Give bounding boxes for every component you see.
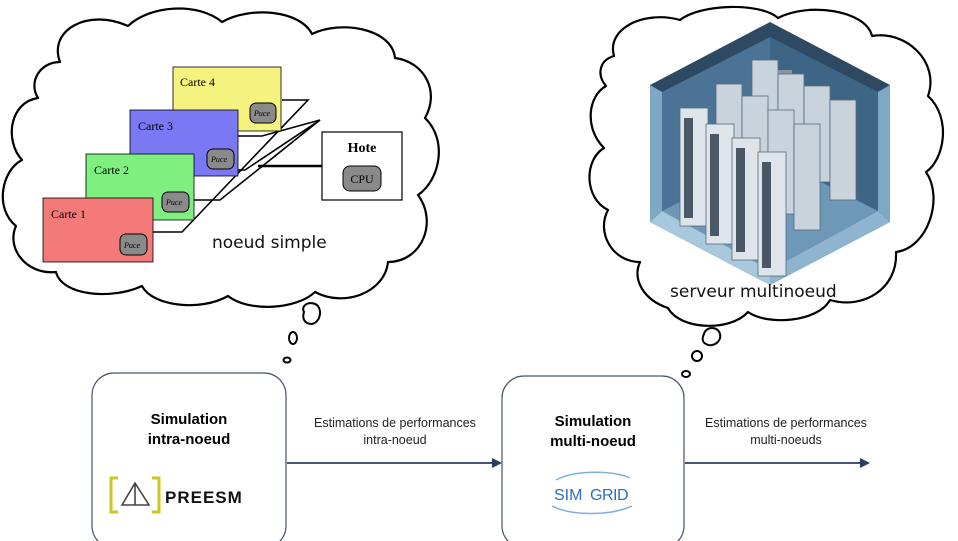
chip-2-label: Puce <box>165 198 182 207</box>
left-cloud-caption: noeud simple <box>212 233 327 253</box>
arrow-1-label-2: intra-noeud <box>363 433 426 447</box>
chip-4-label: Puce <box>253 109 270 118</box>
arrow-1-label-1: Estimations de performances <box>314 416 476 430</box>
preesm-logo: PREESM <box>109 476 243 514</box>
arrow-2-label-1: Estimations de performances <box>705 416 867 430</box>
card-1-label: Carte 1 <box>51 207 86 221</box>
host-box: Hote CPU <box>321 131 403 201</box>
arrow-2: Estimations de performances multi-noeuds <box>685 416 870 468</box>
box-multi-title-1: Simulation <box>555 413 632 430</box>
chip-3 <box>206 148 235 170</box>
cpu-label: CPU <box>350 172 374 186</box>
box-multi-title-2: multi-noeud <box>550 433 636 450</box>
preesm-logo-text: PREESM <box>165 488 243 507</box>
right-cloud-caption: serveur multinoeud <box>670 282 837 302</box>
host-title: Hote <box>348 141 377 156</box>
simgrid-logo: SIM GRID <box>551 471 633 515</box>
chip-4 <box>249 102 277 124</box>
preesm-triangle-icon <box>120 481 151 506</box>
card-4-label: Carte 4 <box>180 75 215 89</box>
box-intra-noeud: Simulation intra-noeud PREESM <box>91 372 287 541</box>
left-thought-bubbles <box>282 302 321 364</box>
arrow-1: Estimations de performances intra-noeud <box>287 416 502 468</box>
card-3-label: Carte 3 <box>138 119 173 133</box>
cpu-chip <box>342 165 382 192</box>
server-room-illustration <box>650 22 890 285</box>
box-intra-title-1: Simulation <box>151 411 228 428</box>
box-intra-title-2: intra-noeud <box>148 431 231 448</box>
left-cloud: Carte 4 Puce Carte 3 Puce Carte 2 Puce C… <box>1 7 440 308</box>
chip-1 <box>119 233 148 256</box>
chip-1-label: Puce <box>123 241 140 250</box>
server-racks <box>679 59 857 277</box>
card-2-label: Carte 2 <box>94 163 129 177</box>
arrow-2-label-2: multi-noeuds <box>750 433 822 447</box>
simgrid-logo-text-a: SIM <box>554 487 582 504</box>
right-cloud: serveur multinoeud <box>588 5 944 327</box>
right-thought-bubbles <box>681 327 722 378</box>
chip-3-label: Puce <box>210 155 227 164</box>
simgrid-logo-text-b: GRID <box>590 487 628 504</box>
chip-2 <box>161 191 190 213</box>
box-multi-noeud: Simulation multi-noeud SIM GRID <box>501 375 685 541</box>
card-1: Carte 1 Puce <box>42 197 154 263</box>
